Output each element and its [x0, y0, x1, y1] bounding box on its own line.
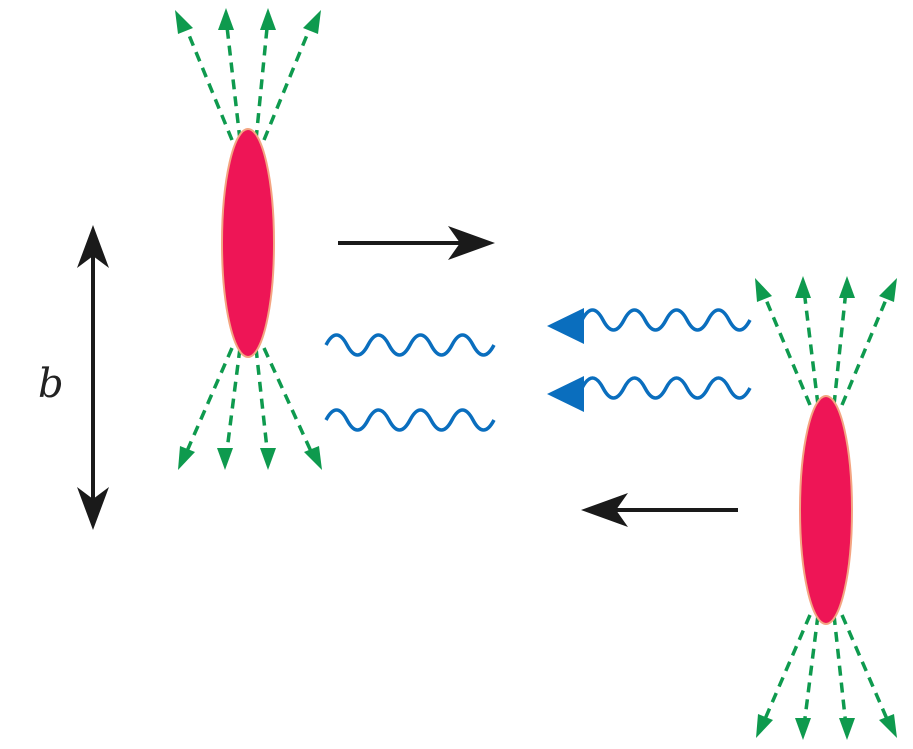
arrowhead-icon [178, 446, 195, 470]
arrowhead-icon [260, 8, 276, 30]
arrowhead-icon [581, 493, 628, 527]
photons-right [580, 308, 752, 400]
nucleus-right-jets-top [760, 289, 892, 406]
nucleus-right-jet-heads-bottom [756, 714, 897, 740]
arrowhead-icon [879, 278, 897, 302]
jet-line [832, 614, 848, 727]
nucleus-left [221, 128, 275, 358]
jet-line [262, 347, 316, 459]
arrowhead-icon [755, 278, 772, 302]
arrowhead-icon [303, 10, 321, 34]
arrowhead-icon [260, 448, 276, 470]
nucleus-left-jets-top [180, 17, 316, 141]
jet-line [224, 17, 242, 141]
arrowhead-icon [795, 276, 811, 298]
arrowhead-icon [175, 10, 193, 34]
nucleus-right-jets-bottom [760, 614, 892, 727]
arrowhead-icon [756, 714, 773, 738]
arrowhead-icon [839, 276, 855, 298]
photons-left [324, 333, 496, 432]
jet-line [262, 17, 316, 141]
nucleus-left-jet-heads-top [175, 8, 321, 34]
jet-line [182, 347, 234, 459]
arrowhead-down-icon [77, 487, 109, 530]
jet-line [832, 289, 848, 406]
nucleus-right [799, 395, 853, 625]
arrowhead-icon [839, 718, 855, 740]
impact-parameter-arrow [77, 225, 109, 530]
nucleus-left-jets-bottom [182, 347, 316, 459]
velocity-arrow-right [338, 226, 495, 260]
jet-line [840, 289, 892, 406]
arrowhead-icon [879, 714, 897, 738]
arrowhead-up-icon [77, 225, 109, 268]
jet-line [254, 347, 270, 459]
jet-line [802, 289, 820, 406]
jet-line [802, 614, 820, 727]
impact-parameter-label: b [38, 361, 64, 407]
photon-wave [324, 333, 496, 357]
arrowhead-icon [547, 308, 584, 344]
arrowhead-icon [448, 226, 495, 260]
jet-line [254, 17, 270, 141]
velocity-arrow-left [581, 493, 738, 527]
jet-line [180, 17, 234, 141]
arrowhead-icon [218, 8, 234, 30]
arrowhead-icon [547, 376, 584, 412]
nucleus-left-jet-heads-bottom [178, 446, 322, 470]
photon-heads-right [547, 308, 584, 412]
jet-line [224, 347, 242, 459]
photon-wave [580, 308, 752, 332]
photon-wave [324, 408, 496, 432]
jet-line [760, 614, 812, 727]
arrowhead-icon [304, 446, 322, 470]
arrowhead-icon [217, 448, 233, 470]
nucleus-right-jet-heads-top [755, 276, 897, 302]
jet-line [840, 614, 892, 727]
photon-wave [580, 376, 752, 400]
arrowhead-icon [795, 718, 811, 740]
jet-line [760, 289, 812, 406]
